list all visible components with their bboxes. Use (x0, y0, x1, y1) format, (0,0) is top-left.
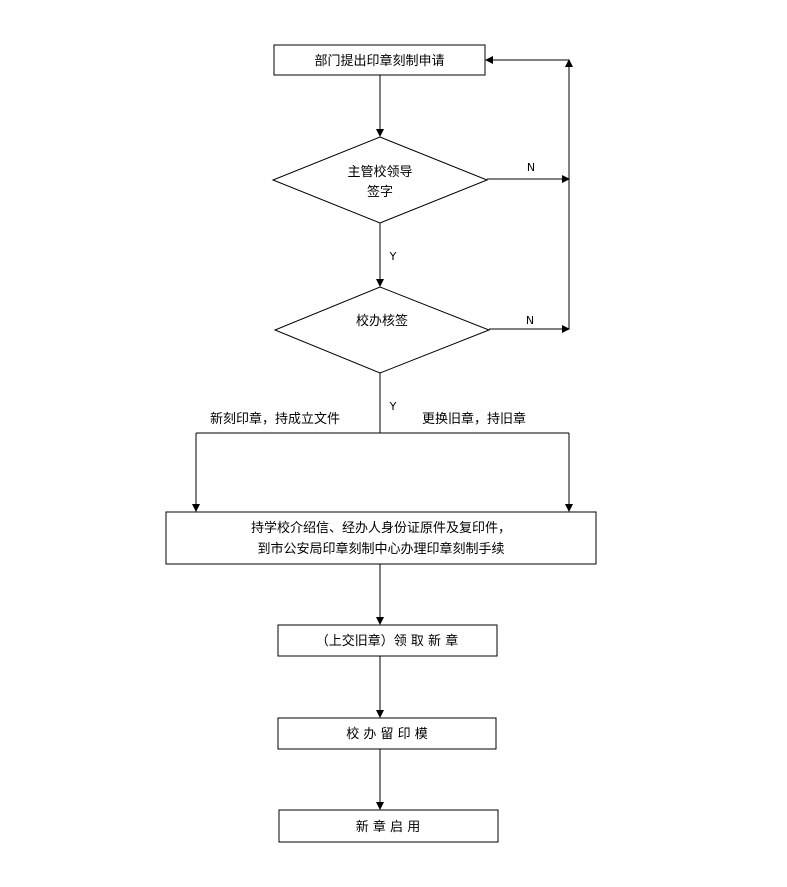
office-check-decision (273, 286, 491, 374)
apply-node (273, 44, 486, 76)
procedure-node (165, 511, 597, 565)
enable-label: 新 章 启 用 (356, 819, 420, 835)
leader-sign-label-line2: 签字 (367, 184, 393, 200)
receive-node (277, 624, 498, 657)
procedure-label-line1: 持学校介绍信、经办人身份证原件及复印件， (251, 520, 511, 536)
apply-label: 部门提出印章刻制申请 (314, 53, 444, 69)
leader-sign-no-label: N (527, 161, 535, 174)
branch-new-seal-label: 新刻印章，持成立文件 (210, 411, 340, 427)
office-check-no-label: N (526, 314, 534, 327)
keep-sample-node (277, 717, 497, 750)
leader-sign-yes-label: Y (389, 250, 397, 263)
receive-label: （上交旧章）领 取 新 章 (316, 633, 458, 649)
leader-sign-decision (271, 136, 489, 224)
office-check-yes-label: Y (389, 400, 397, 413)
leader-sign-label-line1: 主管校领导 (347, 164, 412, 180)
procedure-label-line2: 到市公安局印章刻制中心办理印章刻制手续 (257, 541, 504, 557)
branch-replace-seal-label: 更换旧章，持旧章 (422, 411, 526, 427)
office-check-label: 校办核签 (356, 313, 408, 329)
enable-node (278, 809, 499, 843)
keep-sample-label: 校 办 留 印 模 (346, 726, 428, 742)
